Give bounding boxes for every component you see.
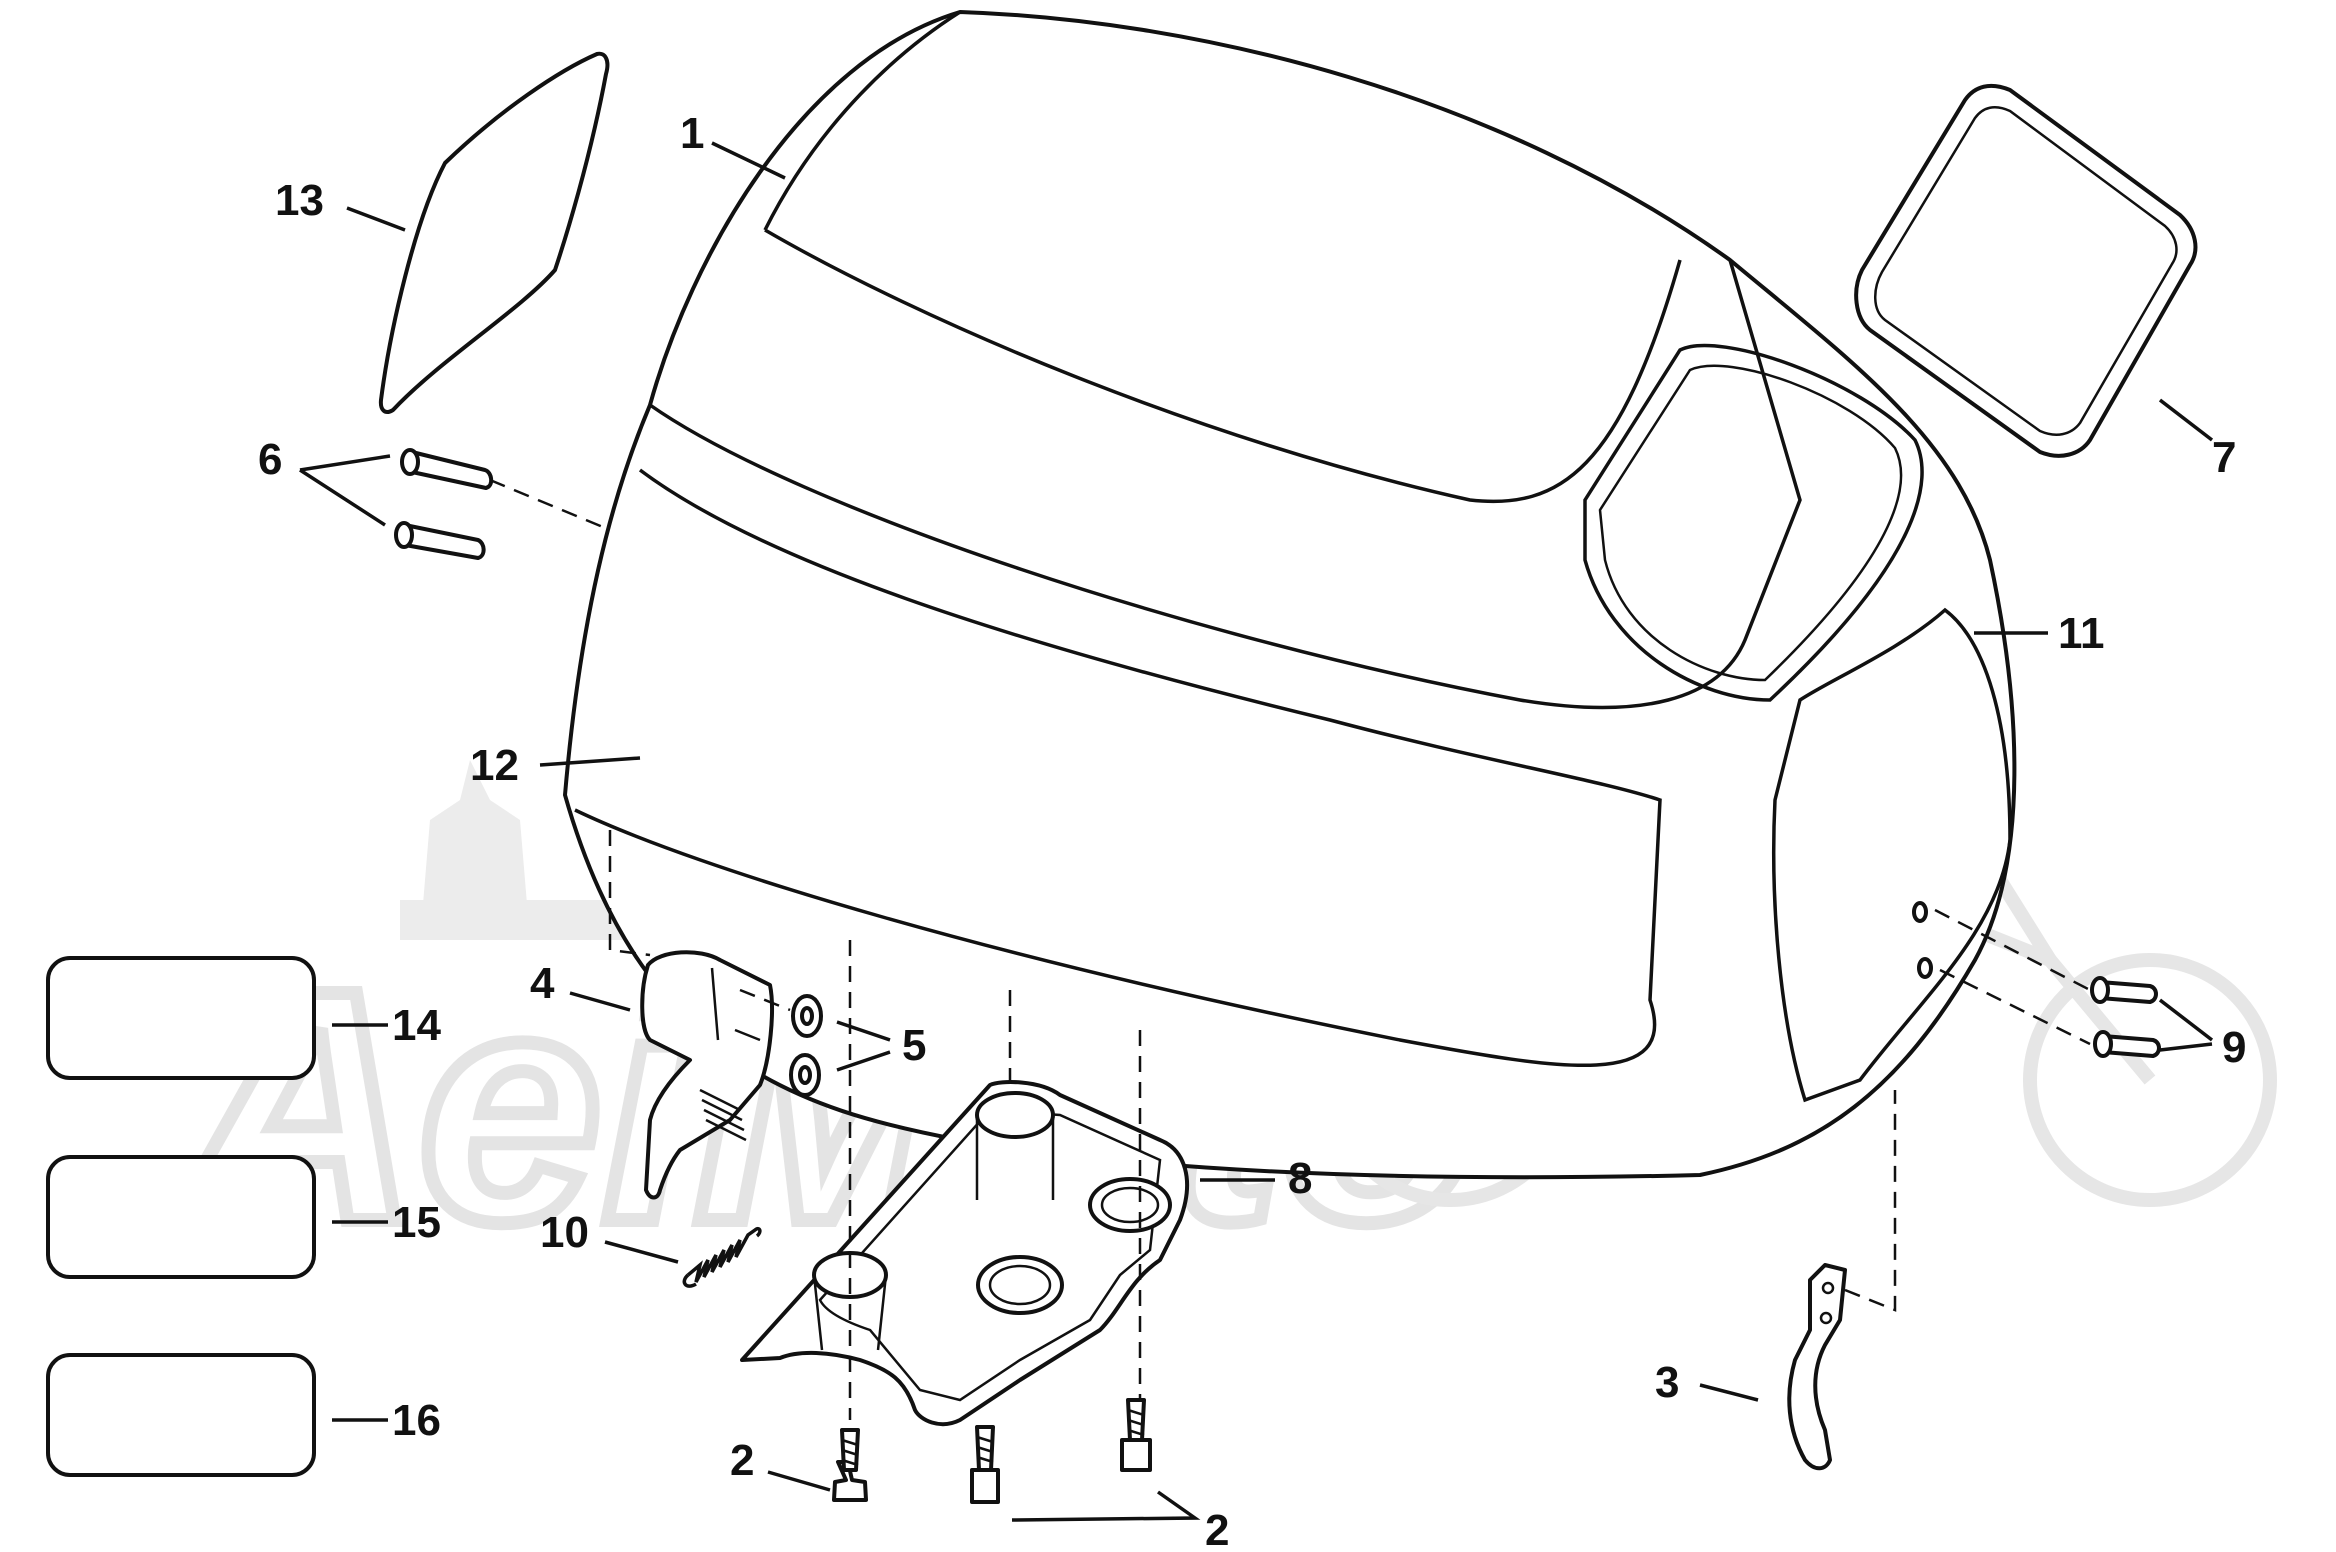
latch-part-4 <box>608 830 774 1200</box>
decal-blank-part-14 <box>46 956 388 1080</box>
bracket-part-3 <box>1787 1090 1897 1471</box>
washers-part-5 <box>739 988 891 1097</box>
callout-12: 12 <box>470 741 519 790</box>
decal-blank-part-15 <box>46 1155 388 1279</box>
callout-2a: 2 <box>730 1436 754 1485</box>
callout-3: 3 <box>1655 1358 1679 1407</box>
callout-6: 6 <box>258 435 282 484</box>
callout-4: 4 <box>530 959 555 1008</box>
callout-2b: 2 <box>1205 1506 1229 1552</box>
callout-16: 16 <box>392 1396 441 1445</box>
spring-part-10 <box>682 1226 762 1288</box>
screws-part-2 <box>767 1398 1201 1522</box>
callout-9: 9 <box>2222 1023 2246 1072</box>
pins-part-9 <box>1912 901 2214 1058</box>
callout-1: 1 <box>680 109 704 158</box>
engine-cover-part-1 <box>563 10 2017 1180</box>
gasket-part-8 <box>740 940 1189 1427</box>
callout-15: 15 <box>392 1198 441 1247</box>
decal-part-13 <box>378 51 610 414</box>
callout-labels: 1 2 2 3 4 5 6 7 8 9 10 11 12 13 14 15 16 <box>258 109 2246 1552</box>
callout-7: 7 <box>2212 433 2236 482</box>
callout-10: 10 <box>540 1208 589 1257</box>
grommet-part-7 <box>1854 83 2198 458</box>
callout-14: 14 <box>392 1001 441 1050</box>
callout-11: 11 <box>2058 609 2105 658</box>
callout-5: 5 <box>902 1021 926 1070</box>
callout-13: 13 <box>275 176 324 225</box>
decal-blank-part-16 <box>46 1353 388 1477</box>
leader-lines <box>346 141 2214 1402</box>
callout-8: 8 <box>1288 1154 1312 1203</box>
pins-part-6 <box>299 448 611 560</box>
